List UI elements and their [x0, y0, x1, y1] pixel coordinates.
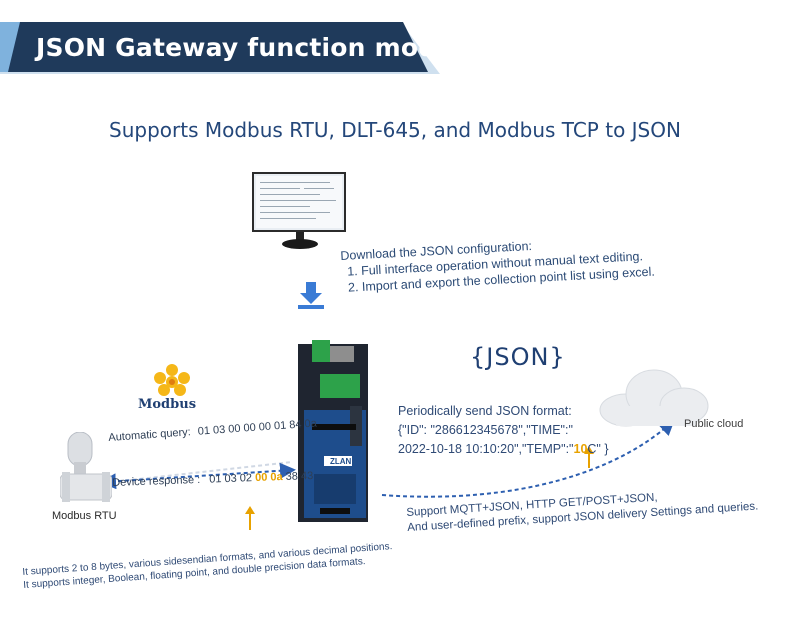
json-format-temp-value: 10	[573, 442, 588, 456]
cloud-icon	[599, 369, 709, 427]
modbus-logo-icon	[154, 364, 190, 396]
monitor-screen	[256, 176, 342, 228]
cloud-arrow	[381, 419, 675, 498]
json-format-line-2-suffix: C" }	[587, 442, 609, 456]
json-format-block: Periodically send JSON format: {"ID": "2…	[398, 402, 609, 459]
device-response-suffix: 38 43	[285, 469, 314, 483]
page-title: JSON Gateway function mode	[36, 33, 454, 62]
device-response-highlight: 00 0a	[254, 471, 283, 485]
response-arrow	[100, 462, 296, 490]
modbus-logo-text: Modbus	[138, 397, 197, 412]
gateway-device: ZLAN	[298, 340, 368, 522]
json-logo: {JSON}	[470, 343, 566, 371]
monitor-base	[282, 239, 318, 249]
meter-label: Modbus RTU	[52, 510, 117, 522]
page-subtitle: Supports Modbus RTU, DLT-645, and Modbus…	[109, 118, 681, 142]
json-format-line-2: 2022-10-18 10:10:20","TEMP":"10C" }	[398, 440, 609, 459]
flow-meter-icon	[60, 432, 112, 502]
cloud-label: Public cloud	[684, 418, 744, 430]
device-response-prefix: 01 03 02	[209, 472, 253, 486]
download-icon	[298, 282, 324, 309]
json-format-title: Periodically send JSON format:	[398, 404, 572, 418]
device-brand-text: ZLAN	[330, 457, 352, 466]
monitor-stand	[296, 232, 304, 240]
json-format-line-2-prefix: 2022-10-18 10:10:20","TEMP":"	[398, 442, 574, 456]
header-banner	[8, 22, 428, 72]
json-format-line-1: {"ID": "286612345678","TIME":"	[398, 423, 573, 437]
